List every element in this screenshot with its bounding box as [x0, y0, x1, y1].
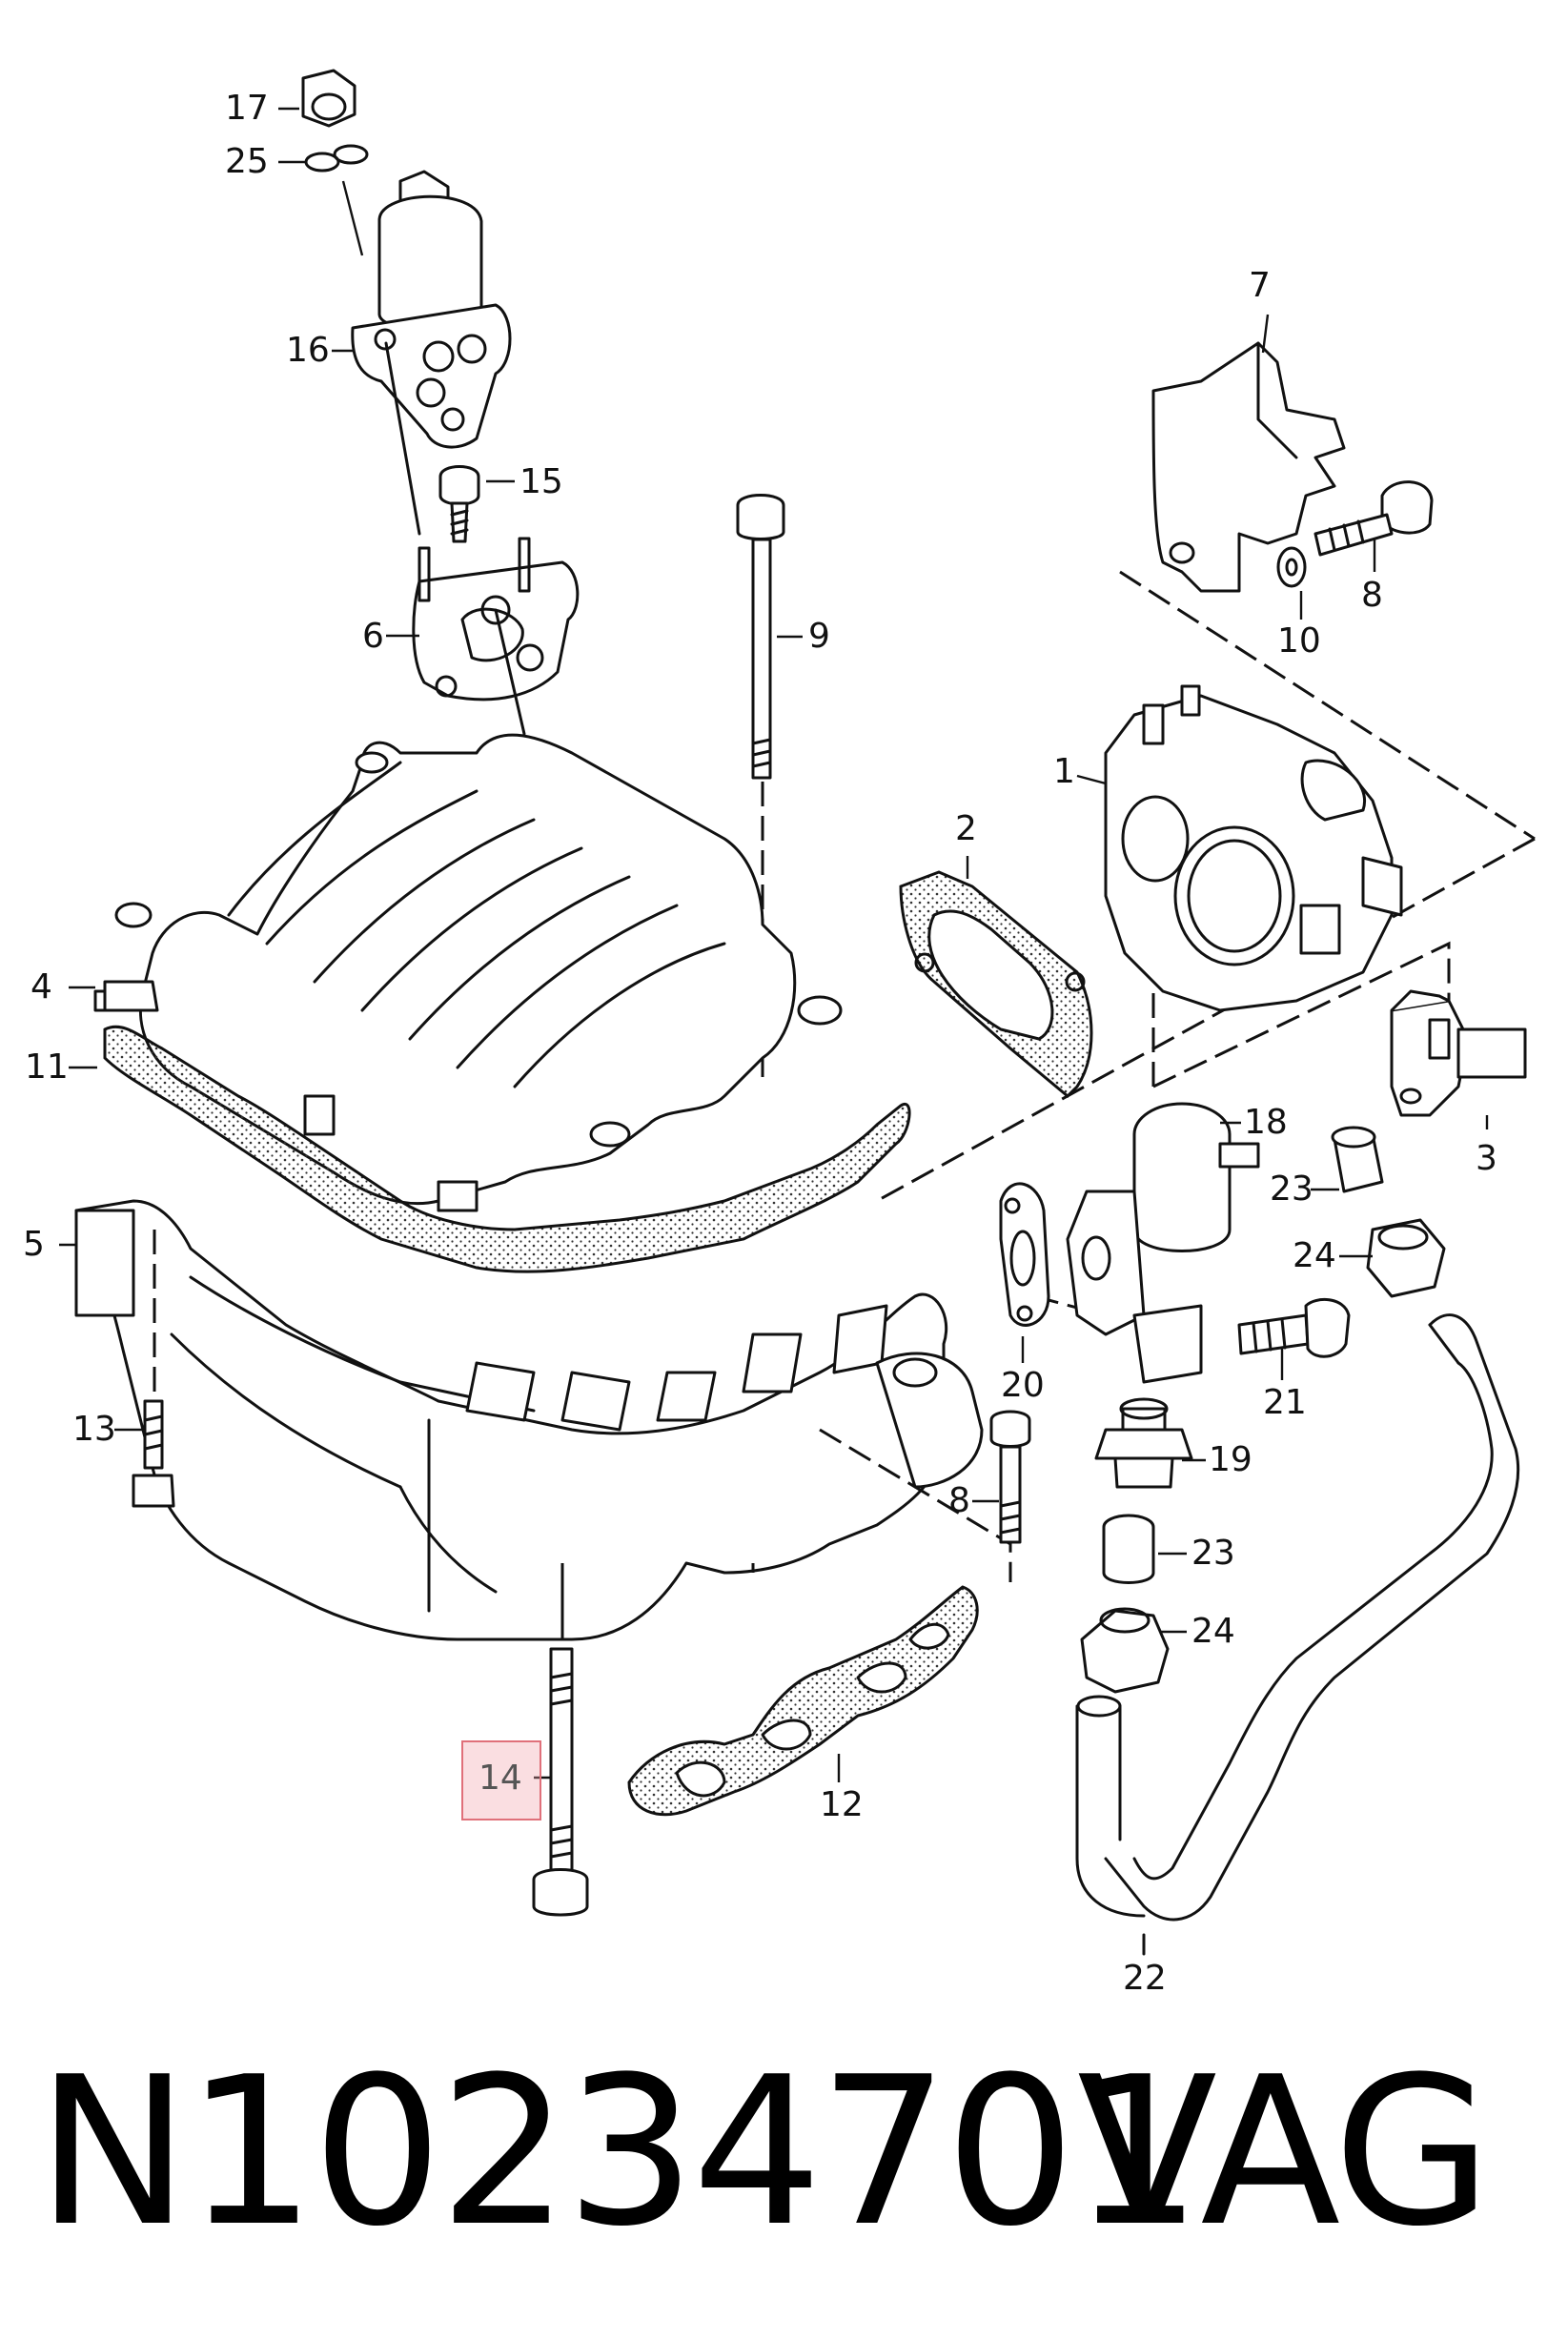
callout-7[interactable]: 7: [1249, 266, 1271, 305]
part-12-gasket: [627, 1585, 979, 1817]
callout-3[interactable]: 3: [1476, 1139, 1497, 1178]
part-25-o-ring: [304, 144, 369, 173]
part-10-washer: [1276, 546, 1307, 588]
part-3-sensor: [1390, 989, 1527, 1117]
part-23-cap-upper: [1331, 1126, 1384, 1193]
part-number: N10234701: [36, 2032, 1202, 2271]
callout-23-lower[interactable]: 23: [1191, 1534, 1235, 1573]
callout-23-upper[interactable]: 23: [1270, 1170, 1313, 1209]
part-1-throttle-body: [1104, 684, 1403, 1012]
part-2-gasket: [899, 870, 1093, 1099]
callout-8-upper[interactable]: 8: [1361, 576, 1383, 615]
callout-15[interactable]: 15: [519, 462, 563, 501]
connection-lines: [560, 570, 1536, 1639]
part-15-bolt: [438, 465, 480, 543]
part-17-nut: [301, 69, 356, 128]
callout-24-upper[interactable]: 24: [1293, 1236, 1336, 1275]
part-19-fitting: [1094, 1397, 1193, 1489]
callout-11[interactable]: 11: [25, 1047, 69, 1087]
callout-10[interactable]: 10: [1277, 621, 1321, 661]
intake-manifold: [114, 733, 843, 1212]
highlight-box-14: [461, 1740, 541, 1820]
part-16-valve: [351, 170, 512, 536]
leader-lines: [59, 107, 1489, 1954]
callout-25[interactable]: 25: [225, 142, 269, 181]
callout-9[interactable]: 9: [808, 617, 830, 656]
part-8-bolt-lower: [989, 1410, 1031, 1544]
callout-21[interactable]: 21: [1263, 1383, 1307, 1422]
callout-1[interactable]: 1: [1053, 752, 1075, 791]
part-14-stud: [532, 1573, 589, 1917]
callout-24-lower[interactable]: 24: [1191, 1612, 1235, 1651]
callout-6[interactable]: 6: [362, 617, 384, 656]
part-20-gasket: [999, 1182, 1050, 1327]
callout-22[interactable]: 22: [1123, 1959, 1167, 1998]
part-6-spacer: [412, 537, 580, 736]
part-18-regulator: [1066, 1102, 1260, 1384]
callout-19[interactable]: 19: [1209, 1440, 1252, 1479]
callout-18[interactable]: 18: [1244, 1103, 1288, 1142]
callout-2[interactable]: 2: [955, 809, 977, 848]
callout-20[interactable]: 20: [1001, 1366, 1045, 1405]
part-number-caption: N10234701: [36, 2049, 1202, 2254]
callout-5[interactable]: 5: [23, 1225, 45, 1264]
brand-name: VAG: [1077, 2032, 1492, 2271]
callout-8-lower[interactable]: 8: [948, 1481, 970, 1520]
callout-13[interactable]: 13: [72, 1410, 116, 1449]
part-5-lower-manifold: [74, 1199, 984, 1641]
callout-16[interactable]: 16: [286, 331, 330, 370]
callout-14[interactable]: 14: [479, 1759, 522, 1798]
part-23-cap-lower: [1102, 1514, 1155, 1584]
part-24-nut-upper: [1366, 1218, 1446, 1298]
brand-caption: VAG: [1077, 2049, 1492, 2254]
part-7-bracket: [1151, 341, 1346, 593]
part-24-nut-lower: [1080, 1607, 1170, 1694]
part-13-stud: [132, 1230, 175, 1508]
callout-12[interactable]: 12: [820, 1785, 864, 1824]
callout-4[interactable]: 4: [31, 967, 52, 1007]
part-4-bracket: [93, 980, 159, 1012]
part-8-bolt-upper: [1313, 480, 1434, 557]
part-11-gasket: [103, 1025, 911, 1273]
part-21-bolt: [1237, 1297, 1351, 1358]
callout-17[interactable]: 17: [225, 89, 269, 128]
